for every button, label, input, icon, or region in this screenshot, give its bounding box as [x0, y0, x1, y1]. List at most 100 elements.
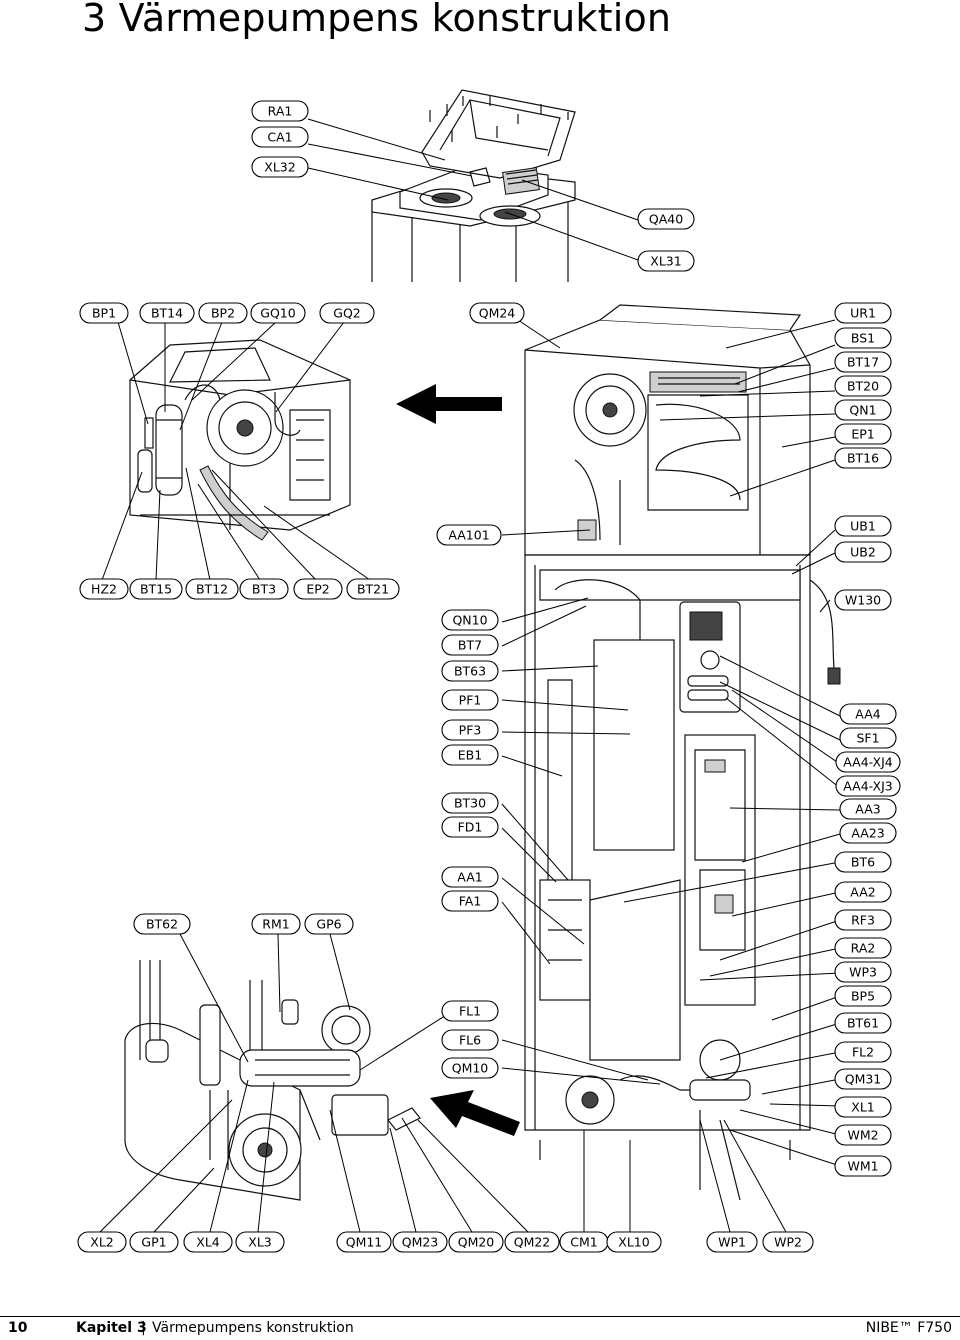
- label-BT30: BT30: [441, 792, 499, 814]
- page-number: 10: [8, 1320, 28, 1336]
- footer-rule: [0, 1316, 960, 1317]
- svg-text:EP1: EP1: [851, 427, 874, 442]
- label-QM24: QM24: [469, 302, 525, 324]
- svg-text:BT61: BT61: [847, 1016, 879, 1031]
- svg-text:FA1: FA1: [459, 894, 482, 909]
- product-name: NIBE™ F750: [865, 1320, 952, 1336]
- label-GQ10: GQ10: [250, 302, 306, 324]
- svg-text:AA23: AA23: [851, 826, 884, 841]
- label-WM2: WM2: [834, 1124, 892, 1146]
- label-AA23: AA23: [839, 822, 897, 844]
- svg-text:BT63: BT63: [454, 664, 486, 679]
- label-BT16: BT16: [834, 447, 892, 469]
- label-BT14: BT14: [139, 302, 195, 324]
- compressor-module-illustration: [129, 339, 351, 541]
- svg-text:FL1: FL1: [459, 1004, 481, 1019]
- svg-text:GQ10: GQ10: [260, 306, 295, 321]
- svg-text:XL4: XL4: [196, 1235, 220, 1250]
- label-HZ2: HZ2: [79, 578, 129, 600]
- svg-text:RA2: RA2: [851, 941, 876, 956]
- label-FL2: FL2: [834, 1041, 892, 1063]
- page-title: 3 Värmepumpens konstruktion: [82, 0, 672, 40]
- svg-text:QA40: QA40: [649, 212, 683, 227]
- svg-text:EP2: EP2: [306, 582, 329, 597]
- label-BT62: BT62: [133, 913, 191, 935]
- svg-text:HZ2: HZ2: [91, 582, 117, 597]
- label-FL6: FL6: [441, 1029, 499, 1051]
- label-AA4-XJ4: AA4-XJ4: [835, 751, 901, 773]
- label-BP1: BP1: [79, 302, 129, 324]
- svg-text:QM11: QM11: [346, 1235, 383, 1250]
- label-WM1: WM1: [834, 1155, 892, 1177]
- label-UB2: UB2: [834, 541, 892, 563]
- svg-text:WP2: WP2: [774, 1235, 802, 1250]
- label-QM22: QM22: [504, 1231, 560, 1253]
- label-GP1: GP1: [129, 1231, 179, 1253]
- svg-text:XL2: XL2: [90, 1235, 113, 1250]
- svg-text:QM20: QM20: [458, 1235, 495, 1250]
- svg-text:SF1: SF1: [856, 731, 879, 746]
- label-QM20: QM20: [448, 1231, 504, 1253]
- svg-text:BT20: BT20: [847, 379, 879, 394]
- label-QM10: QM10: [441, 1057, 499, 1079]
- label-QM31: QM31: [834, 1068, 892, 1090]
- leader-lines: [99, 118, 841, 1233]
- svg-text:BT17: BT17: [847, 355, 879, 370]
- svg-text:BT62: BT62: [146, 917, 178, 932]
- label-AA3: AA3: [839, 798, 897, 820]
- svg-text:GP1: GP1: [141, 1235, 166, 1250]
- svg-text:XL10: XL10: [618, 1235, 649, 1250]
- label-XL10: XL10: [606, 1231, 662, 1253]
- svg-text:BP1: BP1: [92, 306, 116, 321]
- svg-text:WP3: WP3: [849, 965, 877, 980]
- svg-text:BT7: BT7: [458, 638, 482, 653]
- label-AA101: AA101: [436, 524, 502, 546]
- svg-text:RM1: RM1: [262, 917, 289, 932]
- svg-text:QN1: QN1: [849, 403, 876, 418]
- arrow-lower: [430, 1090, 520, 1136]
- label-RA2: RA2: [834, 937, 892, 959]
- label-EB1: EB1: [441, 744, 499, 766]
- label-W130: W130: [834, 589, 892, 611]
- svg-text:AA4: AA4: [855, 707, 880, 722]
- svg-text:CA1: CA1: [267, 130, 292, 145]
- svg-text:QM31: QM31: [845, 1072, 882, 1087]
- arrow-left-upper: [396, 384, 502, 424]
- svg-text:BT30: BT30: [454, 796, 486, 811]
- label-PF1: PF1: [441, 689, 499, 711]
- component-labels: RA1 CA1 XL32 QA40 XL31 BP1 BT14 BP2 GQ10…: [77, 100, 901, 1253]
- chapter-label: Kapitel 3: [76, 1320, 147, 1336]
- svg-text:AA1: AA1: [457, 870, 482, 885]
- svg-text:BT14: BT14: [151, 306, 183, 321]
- svg-text:QM24: QM24: [479, 306, 516, 321]
- label-RA1: RA1: [251, 100, 309, 122]
- hydraulic-module-illustration: [124, 960, 421, 1201]
- label-XL4: XL4: [183, 1231, 233, 1253]
- svg-text:GP6: GP6: [316, 917, 341, 932]
- svg-text:BT21: BT21: [357, 582, 389, 597]
- label-EP1: EP1: [834, 423, 892, 445]
- label-BT7: BT7: [441, 634, 499, 656]
- label-GQ2: GQ2: [319, 302, 375, 324]
- label-BS1: BS1: [834, 327, 892, 349]
- label-XL3: XL3: [235, 1231, 285, 1253]
- svg-text:BT6: BT6: [851, 855, 875, 870]
- label-QM11: QM11: [336, 1231, 392, 1253]
- svg-text:AA3: AA3: [855, 802, 880, 817]
- page-footer: 10 Kapitel 3 | Värmepumpens konstruktion…: [0, 1316, 960, 1340]
- svg-text:BT12: BT12: [196, 582, 228, 597]
- label-FA1: FA1: [441, 890, 499, 912]
- label-XL31: XL31: [637, 250, 695, 272]
- component-diagram: RA1 CA1 XL32 QA40 XL31 BP1 BT14 BP2 GQ10…: [77, 89, 901, 1253]
- svg-text:UR1: UR1: [850, 306, 876, 321]
- svg-text:BS1: BS1: [851, 331, 875, 346]
- svg-text:FD1: FD1: [458, 820, 483, 835]
- svg-text:BT16: BT16: [847, 451, 879, 466]
- main-unit-illustration: [524, 304, 841, 1201]
- label-BT63: BT63: [441, 660, 499, 682]
- svg-text:FL2: FL2: [852, 1045, 874, 1060]
- svg-text:CM1: CM1: [570, 1235, 597, 1250]
- label-EP2: EP2: [293, 578, 343, 600]
- label-WP1: WP1: [706, 1231, 758, 1253]
- label-AA4: AA4: [839, 703, 897, 725]
